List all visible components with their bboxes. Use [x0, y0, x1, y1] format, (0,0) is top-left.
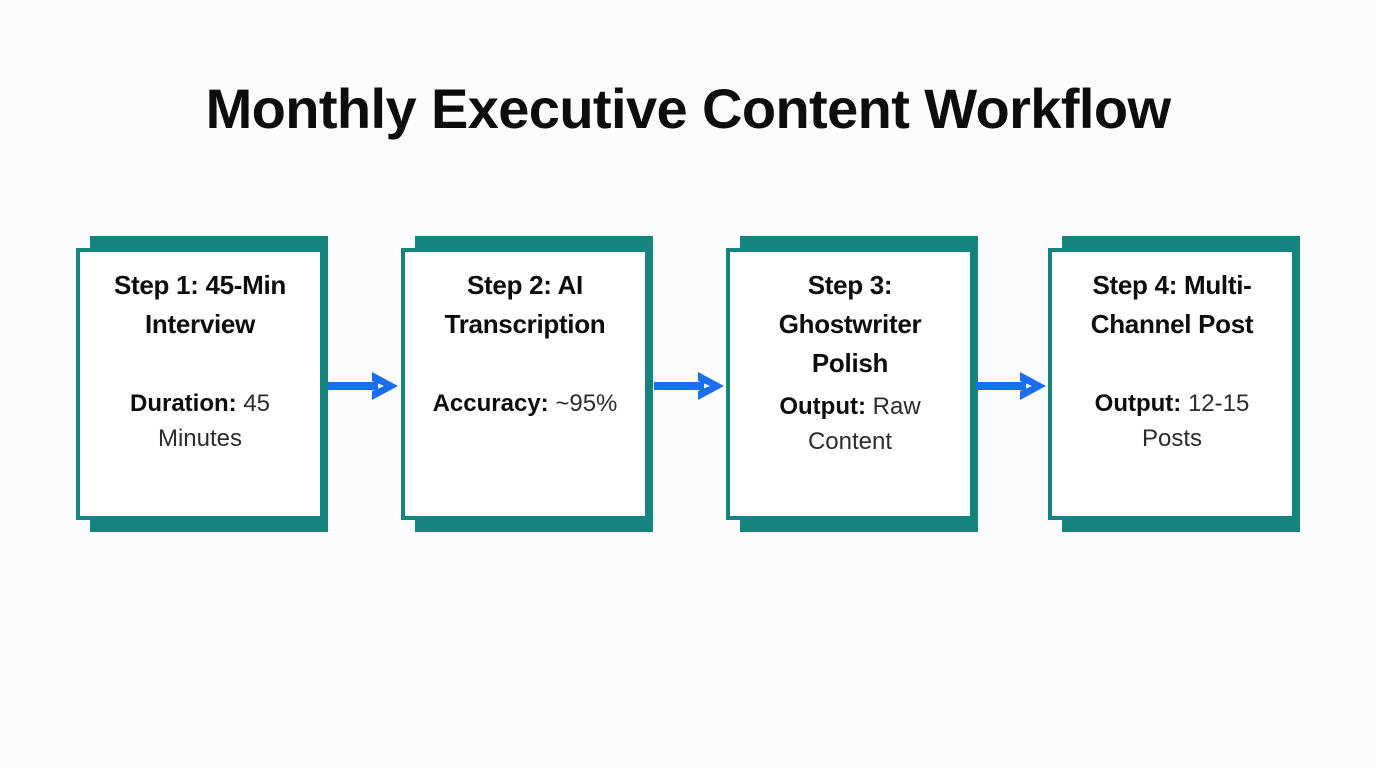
step-detail-label: Output:: [779, 393, 866, 420]
step-card[interactable]: Step 3: Ghostwriter Polish Output: Raw C…: [726, 248, 974, 520]
step-card-detail: Duration: 45 Minutes: [92, 386, 308, 456]
step-card-detail: Output: Raw Content: [742, 389, 958, 459]
step-card[interactable]: Step 1: 45-Min Interview Duration: 45 Mi…: [76, 248, 324, 520]
step-detail-value: 45 Minutes: [157, 390, 271, 452]
step-detail-label: Output:: [1094, 390, 1182, 417]
step-card-title: Step 1: 45-Min Interview: [113, 270, 287, 339]
arrow-right-icon: [976, 370, 1048, 402]
step-detail-value: 12-15 Posts: [1141, 390, 1250, 452]
step-detail-label: Accuracy:: [432, 390, 549, 417]
process-step-4[interactable]: Step 4: Multi-Channel Post Output: 12-15…: [1048, 236, 1300, 536]
process-flow-row: Step 1: 45-Min Interview Duration: 45 Mi…: [76, 236, 1308, 536]
step-detail-value: Raw Content: [807, 393, 921, 455]
step-detail-label: Duration:: [129, 390, 237, 417]
step-card-detail: Accuracy: ~95%: [417, 386, 633, 421]
step-card[interactable]: Step 2: AI Transcription Accuracy: ~95%: [401, 248, 649, 520]
step-card-title: Step 3: Ghostwriter Polish: [778, 270, 922, 378]
page-title: Monthly Executive Content Workflow: [205, 77, 1171, 140]
step-card-title: Step 4: Multi-Channel Post: [1090, 270, 1254, 339]
arrow-right-icon: [654, 370, 726, 402]
process-step-1[interactable]: Step 1: 45-Min Interview Duration: 45 Mi…: [76, 236, 328, 536]
arrow-right-icon: [328, 370, 400, 402]
step-card-detail: Output: 12-15 Posts: [1064, 386, 1280, 456]
process-step-3[interactable]: Step 3: Ghostwriter Polish Output: Raw C…: [726, 236, 978, 536]
process-step-2[interactable]: Step 2: AI Transcription Accuracy: ~95%: [401, 236, 653, 536]
step-detail-value: ~95%: [555, 390, 618, 417]
step-card-title: Step 2: AI Transcription: [444, 270, 606, 339]
step-card[interactable]: Step 4: Multi-Channel Post Output: 12-15…: [1048, 248, 1296, 520]
